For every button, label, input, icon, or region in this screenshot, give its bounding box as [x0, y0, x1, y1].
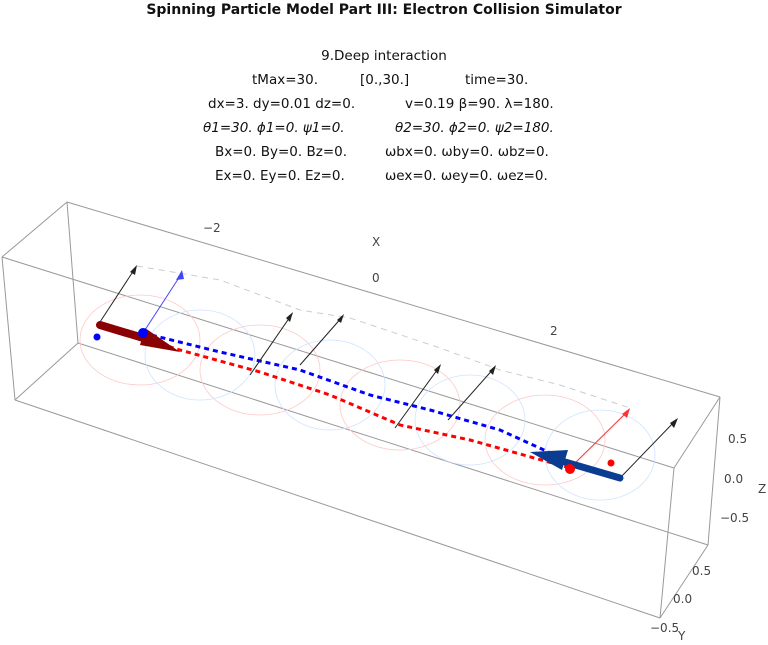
arrowhead-icon [140, 328, 180, 352]
x-tick: −2 [203, 221, 221, 235]
particle2-marker [138, 328, 148, 338]
b-field-label: Bx=0. By=0. Bz=0. [215, 144, 348, 160]
particle2-spin-arrow [142, 272, 183, 334]
particle2-projection [93, 333, 101, 341]
y-axis-label: Y [677, 629, 686, 643]
x-tick: 0 [372, 271, 380, 285]
z-tick: 0.0 [724, 472, 743, 486]
spin-arrows [99, 266, 677, 479]
omega-e-label: ωex=0. ωey=0. ωez=0. [385, 168, 548, 184]
z-axis-label: Z [758, 482, 766, 496]
spin-tip-trace [136, 265, 631, 409]
y-tick: −0.5 [650, 621, 679, 635]
displacement-label: dx=3. dy=0.01 dz=0. [208, 96, 356, 112]
x-axis-label: X [372, 235, 380, 249]
z-tick: 0.5 [728, 432, 747, 446]
particle2-trajectory [142, 331, 556, 457]
particle1-projection [607, 459, 615, 467]
arrowhead-icon [176, 270, 184, 280]
y-tick: 0.5 [692, 564, 711, 578]
particle1-marker [565, 464, 575, 474]
bounding-box [1, 201, 721, 619]
velocity-label: v=0.19 β=90. λ=180. [405, 96, 554, 112]
omega-b-label: ωbx=0. ωby=0. ωbz=0. [385, 144, 549, 160]
orbit-traces [79, 294, 656, 501]
x-tick: 2 [550, 324, 558, 338]
arrowhead-icon [622, 408, 630, 418]
range-label: [0.,30.] [360, 72, 410, 88]
angles1-label: θ1=30. ϕ1=0. ψ1=0. [203, 120, 345, 136]
plot-title: Spinning Particle Model Part III: Electr… [146, 2, 622, 18]
angles2-label: θ2=30. ϕ2=0. ψ2=180. [395, 120, 554, 136]
particle1-spin-arrow [569, 409, 630, 469]
z-tick: −0.5 [720, 511, 749, 525]
particle2-velocity-arrow [561, 458, 624, 482]
tmax-label: tMax=30. [252, 72, 318, 88]
e-field-label: Ex=0. Ey=0. Ez=0. [215, 168, 345, 184]
y-tick: 0.0 [673, 592, 692, 606]
time-label: time=30. [465, 72, 529, 88]
scenario-label: 9.Deep interaction [321, 48, 447, 64]
arrowhead-icons [130, 265, 678, 428]
particle1-trajectory [99, 323, 571, 470]
arrowhead-icon [530, 450, 568, 470]
